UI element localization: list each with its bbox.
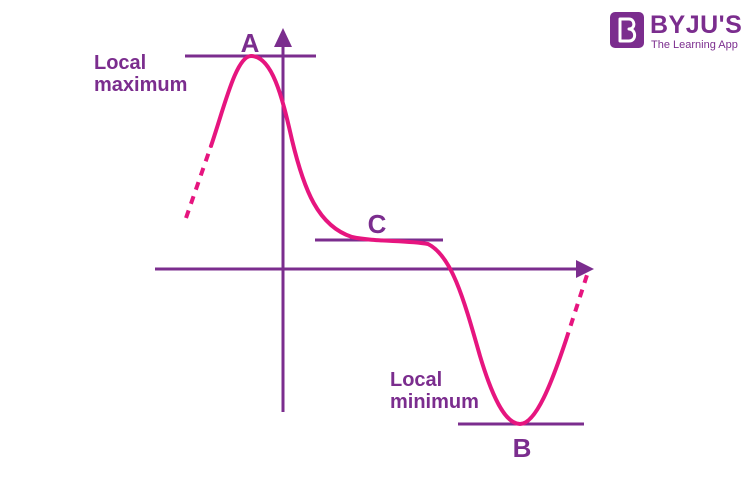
function-curve (209, 53, 568, 427)
logo-tagline: The Learning App (651, 39, 738, 51)
curve-left-continuation (184, 145, 213, 219)
local-maximum-label-line2: maximum (94, 74, 187, 96)
point-label-c: C (368, 209, 387, 239)
point-label-a: A (241, 28, 260, 58)
brand-logo: BYJU'S The Learning App (610, 11, 743, 54)
point-label-b: B (513, 433, 532, 463)
local-minimum-label-line2: minimum (390, 391, 479, 413)
logo-name: BYJU'S (650, 11, 743, 39)
y-axis-arrowhead (274, 28, 292, 47)
curve-right-continuation (564, 271, 590, 341)
local-minimum-label-line1: Local (390, 369, 442, 391)
local-maximum-label-line1: Local (94, 52, 146, 74)
x-axis-arrowhead (576, 260, 594, 278)
logo-badge-icon (610, 12, 644, 48)
